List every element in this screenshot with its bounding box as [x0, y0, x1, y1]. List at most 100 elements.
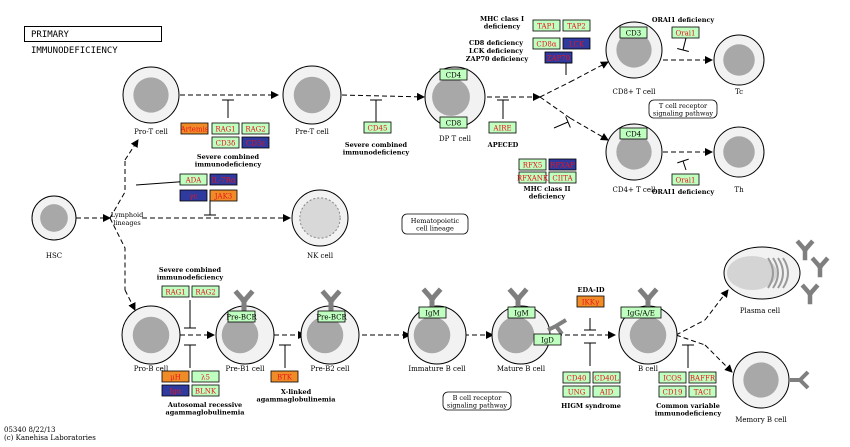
- arrow-to-prob: [124, 289, 136, 311]
- receptor-matb: [507, 287, 529, 311]
- gene-label-igd: IgD: [541, 337, 554, 345]
- gene-rag2_b: RAG2: [191, 285, 220, 298]
- gene-label-rfxap: RFXAP: [550, 162, 575, 170]
- footer-copyright: (c) Kanehisa Laboratories: [4, 434, 96, 442]
- gene-label-aid: AID: [599, 389, 614, 397]
- gene-label-rfx5: RFX5: [523, 162, 543, 170]
- cell-mature-b: Mature B cell: [491, 305, 551, 373]
- receptor-preb1: [233, 289, 255, 313]
- gene-label-mu_h: μH: [170, 374, 181, 382]
- cell-pre-t: Pre-T cell: [282, 65, 342, 136]
- cell-cd4-t-label: CD4+ T cell: [613, 186, 657, 194]
- disease-orai1-top: ORAI1 deficiency: [652, 16, 715, 24]
- gene-label-rag2_b: RAG2: [195, 289, 215, 297]
- antibody-2: [810, 256, 830, 278]
- cell-hsc: HSC: [31, 195, 77, 260]
- antibody-1: [795, 239, 815, 261]
- gene-lambda5: λ5: [191, 370, 220, 383]
- lymphoid-down: [109, 217, 126, 290]
- gene-label-igm_imm: IgM: [425, 310, 439, 318]
- gene-rag2_t: RAG2: [241, 122, 270, 135]
- disease-higm: HIGM syndrome: [561, 402, 621, 410]
- cell-dp-t: DP T cell: [424, 66, 486, 143]
- gene-label-ada: ADA: [185, 177, 203, 185]
- gene-igalpha: Igα: [161, 384, 190, 397]
- gene-gc: γc: [179, 189, 208, 202]
- cell-tc: Tc: [713, 34, 765, 96]
- gene-cd4_cd4: CD4: [619, 127, 648, 140]
- gene-cd3e: CD3ε: [241, 136, 270, 149]
- cell-memory-b-label: Memory B cell: [735, 416, 787, 424]
- disease-apeced: APECED: [487, 141, 519, 149]
- gene-cd8_dp: CD8: [439, 116, 468, 129]
- gene-label-cd4_cd4: CD4: [626, 131, 642, 139]
- cell-pro-b-label: Pro-B cell: [134, 365, 169, 373]
- disease-lck: LCK deficiency: [469, 47, 523, 55]
- cell-memory-b: Memory B cell: [732, 351, 790, 424]
- gene-orai1_bot: Orai1: [671, 173, 700, 186]
- gene-label-btk: BTK: [277, 374, 293, 382]
- disease-orai1-bot: ORAI1 deficiency: [652, 188, 715, 196]
- gene-ciita: CIITA: [548, 171, 577, 184]
- cell-pro-b: Pro-B cell: [121, 305, 181, 373]
- gene-label-rag1_b: RAG1: [165, 289, 185, 297]
- gene-rfxap: RFXAP: [548, 158, 577, 171]
- gene-cd40l: CD40L: [592, 371, 621, 384]
- gene-label-icos: ICOS: [663, 375, 682, 383]
- gene-rag1_t: RAG1: [211, 122, 240, 135]
- gene-label-cd8a: CD8α: [536, 41, 556, 49]
- cell-plasma: Plasma cell: [723, 246, 801, 315]
- arrow-to-plasma: [704, 289, 729, 321]
- footer: 05340 8/22/13 (c) Kanehisa Laboratories: [4, 426, 96, 442]
- inhib-orai-bot-bar: [677, 158, 689, 164]
- gene-igm_imm: IgM: [418, 306, 447, 319]
- gene-tap2: TAP2: [562, 19, 591, 32]
- receptor-igd: [547, 318, 568, 336]
- arrow-to-memory: [704, 344, 733, 373]
- inhib-orai-bot: [682, 160, 687, 171]
- b-branch-up: [675, 319, 706, 336]
- gene-label-rfxank: RFXANK: [517, 175, 549, 183]
- gene-label-cd4_dp: CD4: [446, 72, 462, 80]
- gene-lck: LCK: [562, 37, 591, 50]
- gene-cd4_dp: CD4: [439, 68, 468, 81]
- arrow-to-cd8: [569, 61, 609, 83]
- gene-aid: AID: [592, 385, 621, 398]
- gene-label-cd19: CD19: [663, 389, 683, 397]
- gene-label-cd45: CD45: [368, 125, 388, 133]
- gene-label-artemis: Artemis: [180, 126, 209, 134]
- inhib-mhc2-bar: [565, 116, 571, 128]
- gene-ig_gae: IgG/A/E: [620, 306, 662, 319]
- cell-cd8-t-label: CD8+ T cell: [613, 88, 657, 96]
- cell-nk-label: NK cell: [307, 252, 334, 260]
- cell-pro-t: Pro-T cell: [122, 66, 180, 136]
- gene-rfxank: RFXANK: [517, 171, 549, 184]
- gene-ada: ADA: [179, 173, 208, 186]
- gene-cd19: CD19: [658, 385, 687, 398]
- gene-label-rag1_t: RAG1: [215, 126, 235, 134]
- inhib-orai-top: [682, 37, 687, 51]
- receptor-bcell: [637, 287, 659, 311]
- map-title: PRIMARY IMMUNODEFICIENCY: [24, 26, 162, 56]
- gene-label-igalpha: Igα: [170, 388, 182, 396]
- gene-label-tap2: TAP2: [567, 23, 586, 31]
- receptor-memory: [790, 370, 810, 390]
- gene-label-ig_gae: IgG/A/E: [627, 310, 655, 318]
- gene-label-cd3_cd8: CD3: [626, 30, 641, 38]
- cell-tc-label: Tc: [735, 88, 743, 96]
- gene-label-prebcr2: Pre-BCR: [316, 314, 347, 322]
- arrow-pret-to-dpt: [341, 92, 425, 101]
- gene-label-ciita: CIITA: [552, 175, 573, 183]
- cell-pre-t-label: Pre-T cell: [295, 128, 330, 136]
- gene-aire: AIRE: [488, 121, 517, 134]
- gene-igm_mat: IgM: [507, 306, 536, 319]
